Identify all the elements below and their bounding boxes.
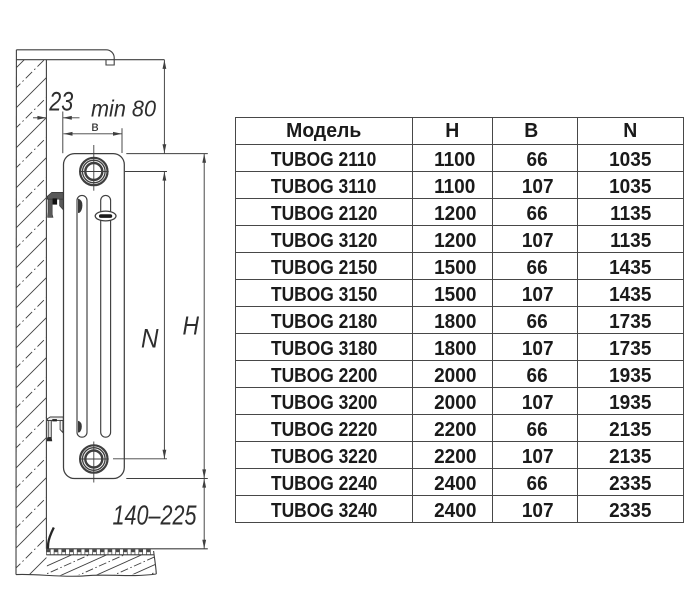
svg-text:N: N [141, 324, 159, 354]
svg-text:23: 23 [48, 87, 73, 117]
svg-text:H: H [183, 311, 200, 341]
svg-text:min 80: min 80 [91, 95, 156, 121]
svg-text:в: в [91, 118, 98, 134]
svg-text:140–225: 140–225 [113, 500, 197, 531]
